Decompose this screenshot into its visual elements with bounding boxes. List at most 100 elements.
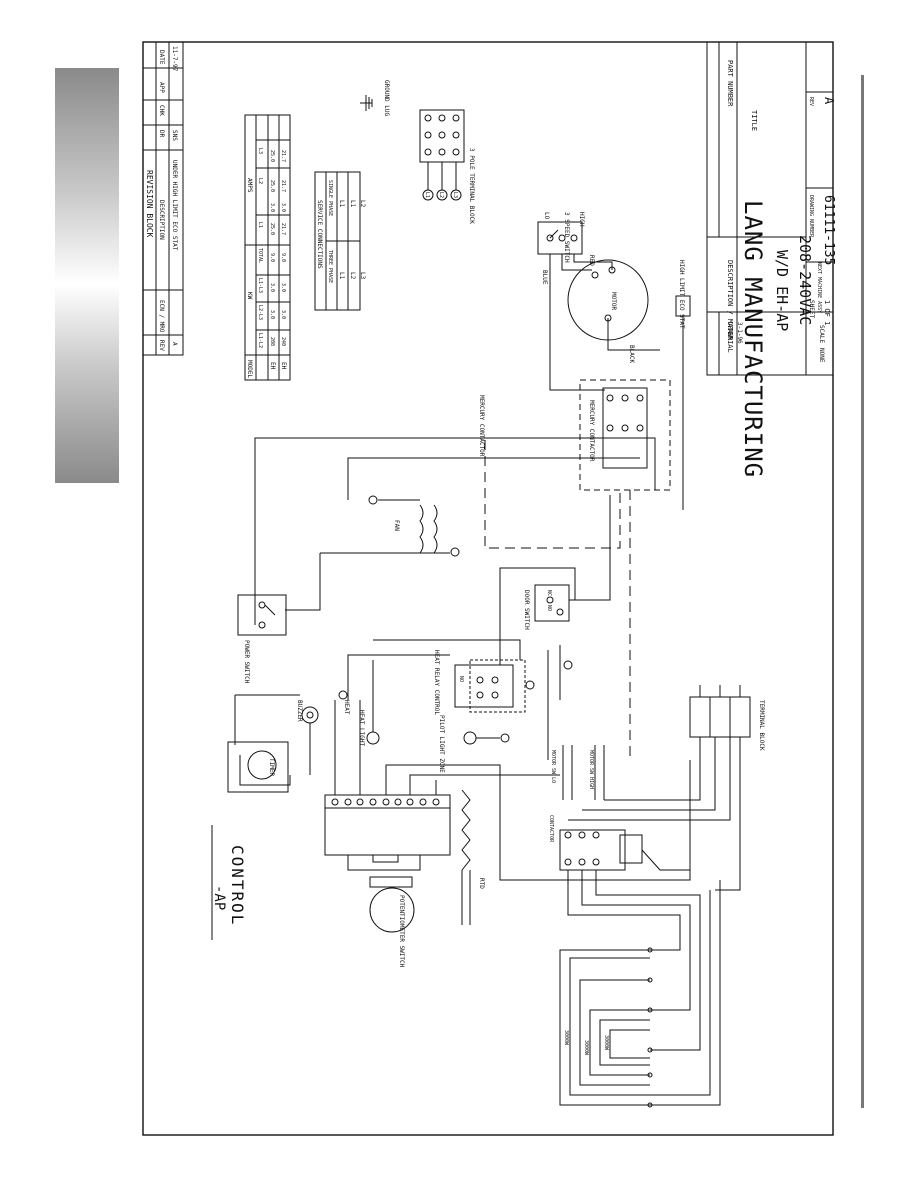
power-switch-label: POWER SWITCH (243, 640, 250, 684)
rating-sub-total: TOTAL (257, 248, 263, 263)
heat-light-label: HEAT LIGHT (358, 710, 365, 747)
title-block: PART NUMBER DESCRIPTION / MATERIAL LANG … (706, 41, 836, 478)
rating-cell: 3.0 (269, 310, 275, 319)
element-label: 3000W (603, 1035, 609, 1051)
wire-blue: BLUE (541, 270, 548, 285)
service-sub-single: SINGLE PHASE (327, 180, 333, 216)
rev-col-chk: CHK (158, 105, 165, 116)
rating-cell: 21.7 (280, 180, 286, 192)
rev-col-dr: DR (158, 130, 165, 138)
relay-dashed-lead (484, 440, 621, 549)
heat-relay-label: HEAT RELAY CONTROL (433, 650, 440, 715)
rev-label: REV (808, 97, 814, 106)
heat-relay-no: NO (458, 676, 464, 682)
service-sub-three: THREE PHASE (327, 250, 333, 283)
mercury-contactor: MERCURY CONTACTOR (579, 379, 671, 491)
revision-heading: REVISION BLOCK (145, 170, 154, 238)
motor-label: MOTOR (610, 292, 617, 310)
rating-cell: 3.0 (280, 283, 286, 292)
timer: TIMER (227, 741, 291, 793)
service-cell: L1 (349, 200, 356, 208)
control-label: -AP CONTROL (211, 825, 247, 940)
motor-switch-hi: MOTOR SW HIGH (588, 750, 594, 789)
rating-sub-l1: L1 (257, 222, 263, 228)
heat-relay-control: HEAT RELAY CONTROL NO (347, 567, 576, 760)
dwg-no-label: DRAWING NUMBER (808, 195, 814, 238)
control-line1: -AP (211, 885, 227, 910)
rev-row-desc: UNDER HIGH LIMIT ECO STAT (171, 160, 178, 251)
scale-value: NONE (818, 348, 825, 363)
rating-header-model: MODEL (246, 360, 253, 378)
rev-row-rev: A (171, 342, 178, 346)
buzzer-label: BUZZER (296, 700, 303, 722)
service-cell: L1 (338, 272, 345, 280)
rating-cell: 9.0 (269, 253, 275, 262)
heat-light: HEAT LIGHT HEAT (338, 660, 380, 747)
rating-cell: 25.0 (269, 180, 275, 192)
terminal-l1: L1 (424, 192, 430, 198)
terminal-block-label: 3 POLE TERMINAL BLOCK (468, 148, 475, 224)
drawing-border (142, 41, 834, 1136)
speed-high: HIGH (578, 212, 585, 227)
drawn-date: 3-1-96 (736, 322, 743, 344)
motor-switch-lo: MOTOR SW LO (550, 750, 556, 783)
rating-sub-l1l2: L1-L2 (257, 333, 263, 348)
revision-block: REVISION BLOCK REV ECN / MRO DESCRIPTION… (142, 41, 184, 356)
rating-cell: 21.7 (280, 223, 286, 235)
speed-switch: LO 3 SPEED SWITCH HIGH (537, 212, 585, 263)
door-switch-no: NO (546, 605, 552, 611)
control-board (324, 700, 691, 881)
contactor-label: CONTACTOR (548, 815, 554, 843)
wire-black: BLACK (628, 345, 635, 363)
title-label: TITLE (750, 110, 758, 131)
motor-switches: MOTOR SW LO MOTOR SW HIGH CONTACTOR (548, 745, 690, 871)
drawing-number: 61111-135 (821, 195, 836, 265)
rating-header-amps: AMPS (246, 178, 253, 193)
rating-sub-l2l3: L2-L3 (257, 305, 263, 320)
rev-row-date: 11-7-97 (171, 46, 178, 72)
scale-label: SCALE (818, 325, 825, 343)
element-label: 3000W (583, 1040, 589, 1056)
ground-label: GROUND LUG (383, 80, 390, 117)
wire (347, 457, 640, 500)
rating-cell: 25.0 (269, 150, 275, 162)
rev-col-rev: REV (158, 340, 165, 351)
service-heading: SERVICE CONNECTIONS (316, 200, 323, 269)
speed-lo: LO (543, 212, 550, 220)
description-label: DESCRIPTION / MATERIAL (726, 260, 734, 353)
service-cell: L1 (338, 200, 345, 208)
ratings-table: MODEL KW AMPS L1-L2 L2-L3 L1-L3 TOTAL L1… (244, 114, 291, 381)
door-switch: DOOR SWITCH NC NO (523, 495, 611, 630)
drawn-label: DRAWN (726, 322, 733, 340)
rating-header-kw: KW (246, 292, 253, 300)
rating-sub-l1l3: L1-L3 (257, 278, 263, 293)
rating-cell: 3.0 (269, 203, 275, 212)
rating-cell: EH (269, 362, 276, 370)
potentiometer-label: POTENTIOMETER SWITCH (398, 895, 405, 968)
chapter-tab (55, 68, 119, 483)
rtd-probe: RTD (461, 789, 485, 925)
voltage-rating: 208-240VAC (796, 235, 814, 325)
service-table: SERVICE CONNECTIONS THREE PHASE SINGLE P… (314, 171, 366, 311)
terminal-block-3pole: 3 POLE TERMINAL BLOCK L1 L2 L3 (419, 109, 475, 224)
terminal-block-2-label: TERMINAL BLOCK (758, 700, 765, 751)
door-switch-label: DOOR SWITCH (523, 590, 530, 630)
buzzer: BUZZER (234, 694, 319, 775)
next-assy-label: NEXT MACHINE ASSY (816, 262, 822, 313)
model-name: W/D EH-AP (773, 250, 791, 331)
door-switch-nc: NC (546, 590, 552, 596)
wire-red: RED (588, 255, 595, 266)
rev-col-date: DATE (158, 50, 165, 65)
sheet-label: SHEET (808, 300, 815, 318)
terminal-block-2: TERMINAL BLOCK (568, 685, 765, 891)
part-number-label: PART NUMBER (726, 60, 734, 107)
rating-cell: 25.0 (269, 223, 275, 235)
fan-coil: FAN (285, 495, 460, 611)
rating-cell: 21.7 (280, 150, 286, 162)
rating-sub-l2: L2 (257, 178, 263, 184)
rating-cell: 3.0 (280, 310, 286, 319)
control-line2: CONTROL (228, 845, 247, 926)
service-cell: L2 (359, 200, 366, 208)
heat-label: HEAT (343, 700, 350, 715)
